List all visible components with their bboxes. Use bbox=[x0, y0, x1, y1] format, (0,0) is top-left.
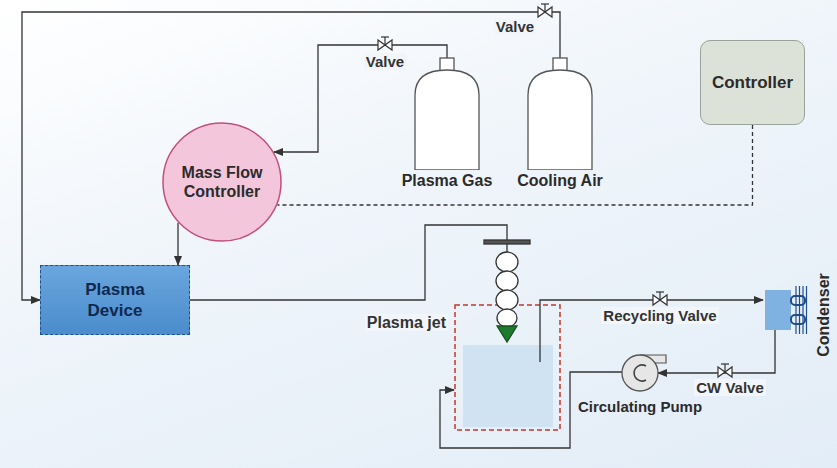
node-label: Controller bbox=[712, 73, 793, 93]
valve-stem bbox=[384, 37, 385, 45]
node-label: Mass Flow Controller bbox=[174, 163, 270, 201]
control-signal-line bbox=[277, 125, 752, 205]
controller-box: Controller bbox=[700, 40, 805, 125]
valve-handle bbox=[541, 3, 549, 4]
circle-outline bbox=[162, 122, 282, 242]
flow-controller-circle: Mass Flow Controller bbox=[162, 122, 282, 242]
reactor-vessel bbox=[455, 305, 560, 430]
pipe-line bbox=[177, 223, 178, 265]
gas-cylinder: Cooling Air bbox=[505, 50, 615, 190]
part-label: Plasma jet bbox=[365, 314, 448, 331]
pipe-line bbox=[22, 12, 560, 300]
node-label: Cooling Air bbox=[505, 172, 615, 190]
valve-stem bbox=[724, 364, 725, 372]
node-label: Plasma Device bbox=[65, 279, 165, 321]
part-label: Valve bbox=[364, 53, 406, 70]
plasma-jet-electrode bbox=[484, 228, 530, 342]
part-label: Recycling Valve bbox=[601, 307, 718, 324]
cylinder-outline bbox=[392, 50, 502, 170]
pipe-line bbox=[658, 330, 775, 373]
valve-handle bbox=[381, 36, 389, 37]
gas-cylinder: Plasma Gas bbox=[392, 50, 502, 190]
valve-handle bbox=[656, 291, 664, 292]
part-label: CW Valve bbox=[694, 379, 766, 396]
part-label: Valve bbox=[494, 18, 536, 35]
valve-stem bbox=[544, 4, 545, 12]
valve-stem bbox=[659, 292, 660, 300]
node-label: Plasma Gas bbox=[392, 172, 502, 190]
node-label: Circulating Pump bbox=[575, 398, 705, 415]
circulating-pump: Circulating Pump bbox=[575, 354, 705, 415]
node-label: Condenser bbox=[815, 273, 833, 357]
recycling-line bbox=[540, 300, 763, 362]
valve-handle bbox=[721, 363, 729, 364]
pump-symbol bbox=[575, 354, 705, 392]
condenser: Condenser bbox=[760, 260, 837, 370]
plasma-device-box: Plasma Device bbox=[40, 265, 190, 335]
cylinder-outline bbox=[505, 50, 615, 170]
